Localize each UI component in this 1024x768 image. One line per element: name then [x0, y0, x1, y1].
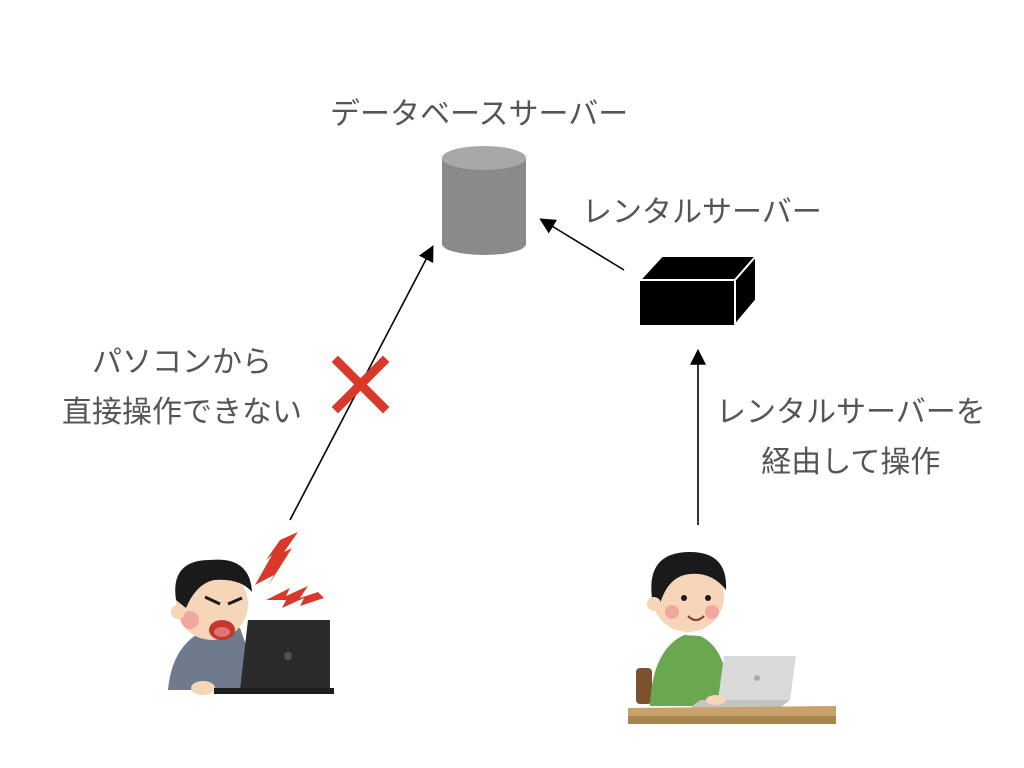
- rental-server-label: レンタルサーバー: [582, 195, 822, 230]
- direct-access-line-2: 直接操作できない: [62, 395, 302, 430]
- cross-mark-icon: [331, 355, 390, 414]
- arrow-rental-to-db: [539, 218, 625, 271]
- happy-user-icon: [628, 552, 836, 724]
- database-cylinder-icon: [442, 146, 526, 255]
- direct-access-note: パソコンから 直接操作できない: [62, 338, 302, 438]
- anger-lightning-icon: [255, 532, 324, 608]
- via-rental-line-2: 経由して操作: [761, 445, 941, 480]
- via-rental-line-1: レンタルサーバーを: [716, 395, 986, 430]
- direct-access-line-1: パソコンから: [92, 345, 272, 380]
- database-server-label: データベースサーバー: [330, 97, 629, 132]
- server-box-icon: [637, 253, 759, 328]
- via-rental-note: レンタルサーバーを 経由して操作: [716, 388, 986, 488]
- angry-user-icon: [168, 559, 334, 695]
